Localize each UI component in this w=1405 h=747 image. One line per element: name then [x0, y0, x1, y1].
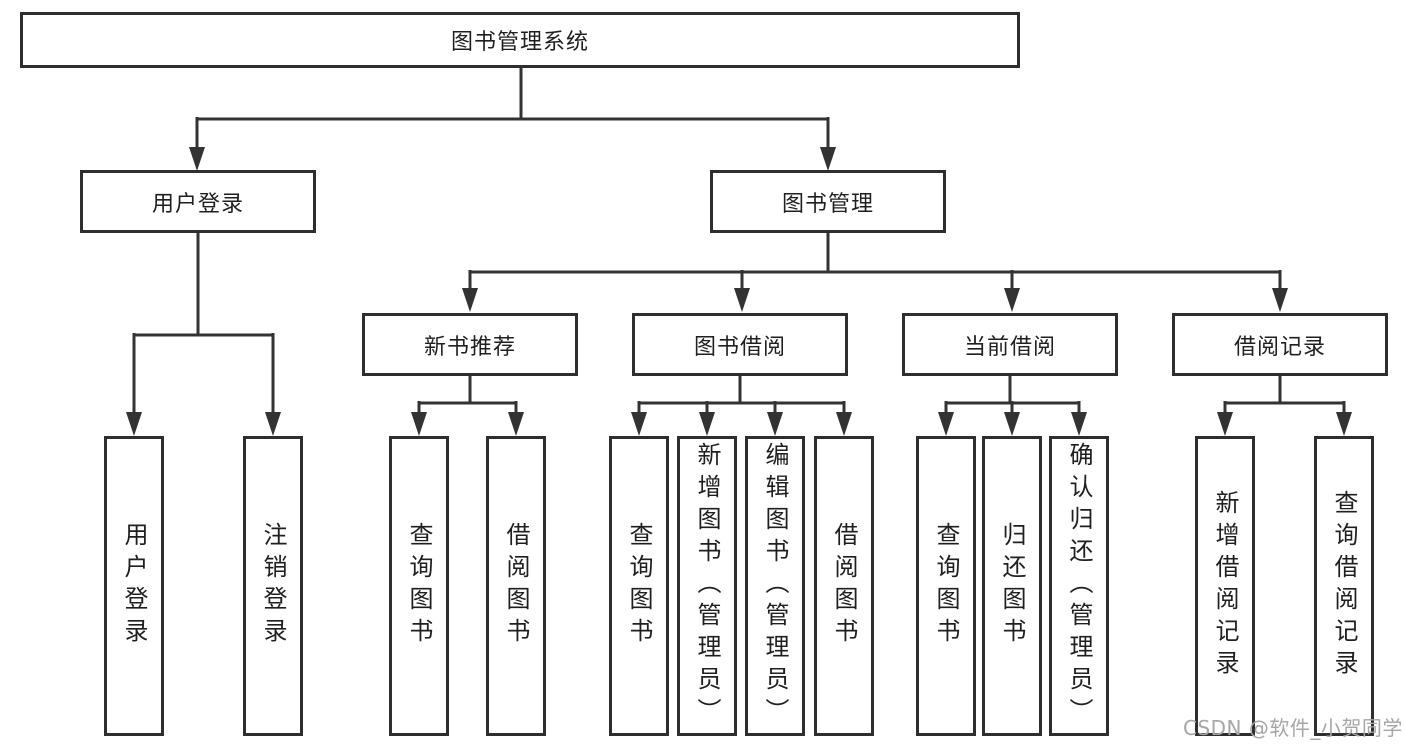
node-book-management: 图书管理 — [710, 170, 946, 233]
csdn-watermark: CSDN @软件_小贺同学 — [1183, 716, 1403, 740]
node-current-borrow-label: 当前借阅 — [963, 334, 1056, 360]
node-root: 图书管理系统 — [20, 12, 1020, 68]
node-new-book-recommend: 新书推荐 — [362, 313, 578, 376]
node-book-management-label: 图书管理 — [781, 191, 874, 217]
leaf-add-borrow-record-label: 新增借阅记录 — [1211, 490, 1239, 682]
node-root-label: 图书管理系统 — [450, 30, 589, 55]
leaf-query-book-current: 查询图书 — [916, 436, 976, 736]
node-book-borrow-label: 图书借阅 — [693, 334, 786, 360]
node-user-login: 用户登录 — [80, 170, 316, 233]
leaf-query-book-borrow: 查询图书 — [609, 436, 669, 736]
leaf-borrow-book-label: 借阅图书 — [830, 522, 858, 650]
leaf-query-book-recommend-label: 查询图书 — [405, 522, 433, 650]
leaf-confirm-return-admin-label: 确认归还（管理员） — [1065, 442, 1093, 730]
node-borrow-record-label: 借阅记录 — [1233, 334, 1326, 360]
leaf-edit-book-admin-label: 编辑图书（管理员） — [761, 442, 789, 730]
leaf-logout: 注销登录 — [243, 436, 303, 736]
leaf-confirm-return-admin: 确认归还（管理员） — [1049, 436, 1109, 736]
leaf-query-borrow-record: 查询借阅记录 — [1314, 436, 1374, 736]
leaf-user-login-label: 用户登录 — [120, 522, 148, 650]
leaf-return-book-label: 归还图书 — [998, 522, 1026, 650]
leaf-add-borrow-record: 新增借阅记录 — [1195, 436, 1255, 736]
leaf-return-book: 归还图书 — [982, 436, 1042, 736]
leaf-user-login: 用户登录 — [104, 436, 164, 736]
leaf-add-book-admin: 新增图书（管理员） — [677, 436, 737, 736]
leaf-borrow-book-recommend: 借阅图书 — [486, 436, 546, 736]
leaf-logout-label: 注销登录 — [259, 522, 287, 650]
leaf-borrow-book: 借阅图书 — [814, 436, 874, 736]
node-current-borrow: 当前借阅 — [902, 313, 1118, 376]
leaf-query-book-recommend: 查询图书 — [389, 436, 449, 736]
node-user-login-label: 用户登录 — [151, 191, 244, 217]
leaf-edit-book-admin: 编辑图书（管理员） — [745, 436, 805, 736]
node-new-book-recommend-label: 新书推荐 — [423, 334, 516, 360]
node-book-borrow: 图书借阅 — [632, 313, 848, 376]
leaf-query-book-borrow-label: 查询图书 — [625, 522, 653, 650]
leaf-borrow-book-recommend-label: 借阅图书 — [502, 522, 530, 650]
arrowheads — [126, 147, 1352, 436]
node-borrow-record: 借阅记录 — [1172, 313, 1388, 376]
leaf-query-borrow-record-label: 查询借阅记录 — [1330, 490, 1358, 682]
leaf-add-book-admin-label: 新增图书（管理员） — [693, 442, 721, 730]
leaf-query-book-current-label: 查询图书 — [932, 522, 960, 650]
